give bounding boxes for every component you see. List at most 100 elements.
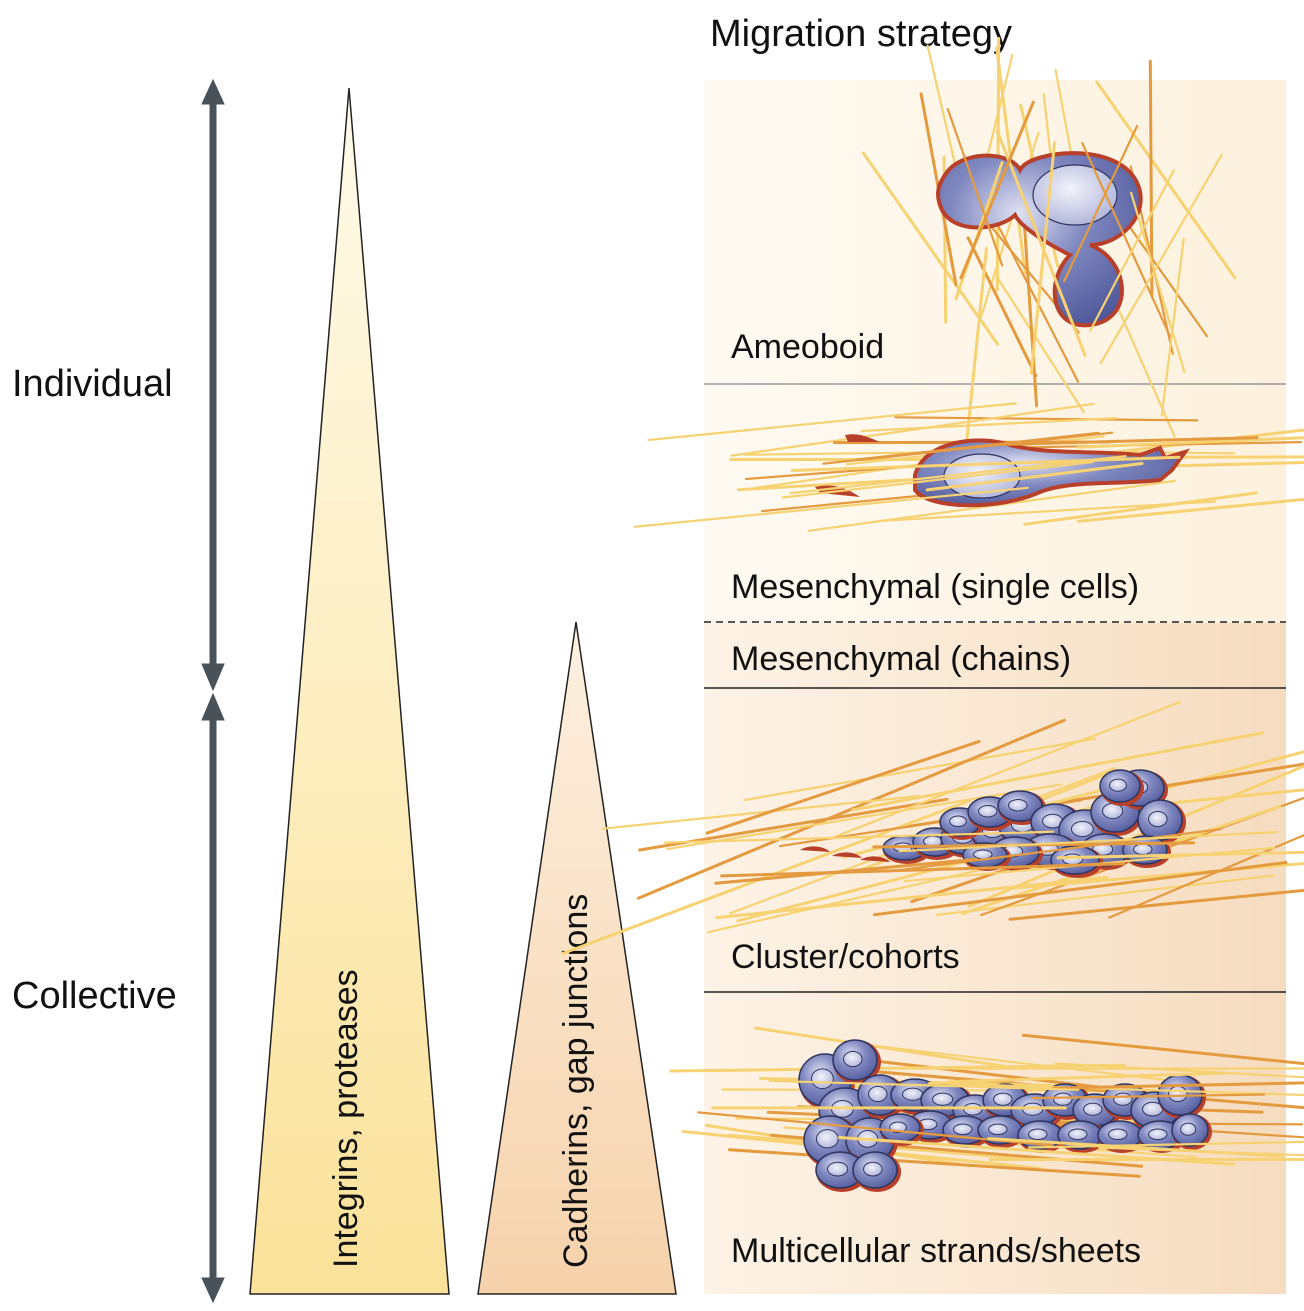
strategy-label-mesenchymal-chains: Mesenchymal (chains): [731, 640, 1071, 678]
collagen-fiber: [1148, 59, 1154, 297]
collagen-fiber: [1095, 80, 1237, 280]
collagen-fiber: [959, 100, 1035, 280]
collagen-fiber: [1029, 141, 1057, 375]
collagen-fiber: [822, 431, 1114, 465]
protrusion-remnant: [860, 856, 890, 862]
collagen-fiber: [1108, 833, 1304, 919]
cadherins-label: Cadherins, gap junctions: [557, 894, 595, 1268]
collagen-fiber: [730, 402, 1095, 457]
collagen-fiber: [1052, 1081, 1304, 1090]
collagen-fiber: [1021, 1033, 1304, 1066]
collagen-fiber: [897, 828, 1222, 872]
cell-nucleus: [1148, 810, 1168, 828]
collagen-fiber: [1077, 497, 1304, 523]
collagen-fiber: [946, 107, 1004, 267]
collagen-fiber: [633, 486, 1029, 528]
collagen-fiber: [996, 276, 1085, 414]
cell-nucleus: [843, 1050, 863, 1068]
collagen-fiber: [1008, 888, 1304, 921]
diagram-title: Migration strategy: [710, 13, 1012, 55]
cell-nucleus: [988, 1123, 1008, 1136]
cell-nucleus: [978, 805, 998, 818]
cell-nucleus: [993, 1092, 1013, 1106]
collagen-fiber: [850, 731, 1265, 812]
cell-nucleus: [953, 1123, 973, 1136]
cell-nucleus: [868, 1085, 888, 1103]
cell-nucleus: [1133, 843, 1153, 856]
collective-label: Collective: [12, 975, 177, 1017]
collagen-fiber: [1031, 1093, 1266, 1100]
integrins-wedge: [249, 87, 450, 1295]
cell-nucleus: [863, 1161, 883, 1177]
collagen-fiber: [561, 799, 972, 955]
collagen-fiber: [1099, 153, 1223, 365]
collagen-fiber: [665, 783, 1063, 851]
cell-nucleus: [1109, 778, 1127, 792]
collagen-fiber: [995, 436, 1259, 447]
collagen-fiber: [1129, 191, 1186, 374]
collagen-fiber: [966, 236, 1038, 378]
collagen-fiber: [894, 416, 1199, 422]
collagen-fiber: [790, 455, 1181, 472]
collective-arrow: [201, 692, 225, 1304]
collagen-fiber: [1098, 1146, 1304, 1157]
cell-nucleus: [932, 1092, 954, 1106]
collagen-fiber: [669, 1063, 1127, 1073]
cell-nucleus: [1062, 853, 1084, 866]
collagen-fiber: [1027, 1140, 1304, 1149]
cell-nucleus: [1148, 1128, 1168, 1141]
collagen-fiber: [927, 1081, 1304, 1097]
collagen-fiber: [946, 1071, 1227, 1084]
collagen-fiber: [1076, 436, 1304, 449]
collagen-fiber: [720, 862, 1126, 878]
collagen-fiber: [871, 1070, 1304, 1110]
collagen-fiber: [1160, 237, 1185, 417]
cluster-illustration: [561, 700, 1304, 955]
mesenchymal-illustration: [633, 402, 1304, 532]
collagen-fiber: [647, 402, 1017, 442]
strands-illustration: [669, 1026, 1304, 1192]
cell-nucleus: [1028, 1128, 1048, 1141]
cell-nucleus: [827, 1161, 849, 1177]
collagen-fiber: [838, 1136, 1236, 1166]
strategy-label-mesenchymal-single: Mesenchymal (single cells): [731, 568, 1139, 606]
cell-nucleus: [1008, 799, 1028, 812]
collagen-fiber: [833, 700, 1182, 838]
cell-nucleus: [815, 1129, 839, 1149]
collagen-fiber: [898, 830, 1278, 853]
collagen-fiber: [1023, 491, 1258, 526]
collagen-fiber: [872, 861, 1288, 917]
collagen-fiber: [1062, 124, 1139, 283]
integrins-label: Integrins, proteases: [327, 969, 365, 1268]
collagen-fiber: [1054, 1062, 1304, 1079]
cell-nucleus: [1108, 1128, 1128, 1141]
collagen-fiber: [1081, 142, 1172, 339]
collagen-fiber: [743, 737, 1097, 802]
collagen-fiber: [860, 417, 1118, 433]
cell-nucleus: [902, 1087, 924, 1101]
strategy-label-ameoboid: Ameoboid: [731, 328, 884, 366]
cell-nucleus: [1168, 1085, 1188, 1103]
collagen-fiber: [715, 875, 1109, 920]
collagen-fiber: [861, 151, 1000, 346]
ameoboid-illustration: [861, 37, 1237, 443]
cell-nucleus: [1083, 1102, 1103, 1116]
collagen-fiber: [1002, 861, 1304, 891]
collagen-fiber: [1056, 850, 1304, 860]
individual-label: Individual: [12, 363, 173, 405]
panel-background-collective: [704, 623, 1286, 1294]
protrusion-remnant: [845, 434, 880, 442]
collagen-fiber: [768, 1079, 1080, 1091]
cell-nucleus: [1068, 1128, 1088, 1141]
collagen-fiber: [995, 129, 1087, 358]
protrusion-remnant: [800, 846, 830, 852]
collagen-fiber: [601, 794, 921, 830]
collagen-fiber: [843, 1041, 1210, 1087]
collagen-fiber: [877, 500, 1217, 523]
collagen-fiber: [781, 460, 1094, 499]
strategy-label-strands: Multicellular strands/sheets: [731, 1232, 1141, 1270]
cadherins-wedge: [477, 621, 677, 1295]
strategy-label-cluster: Cluster/cohorts: [731, 938, 960, 976]
cell-nucleus: [1180, 1122, 1197, 1136]
cell-nucleus: [1113, 1092, 1133, 1106]
